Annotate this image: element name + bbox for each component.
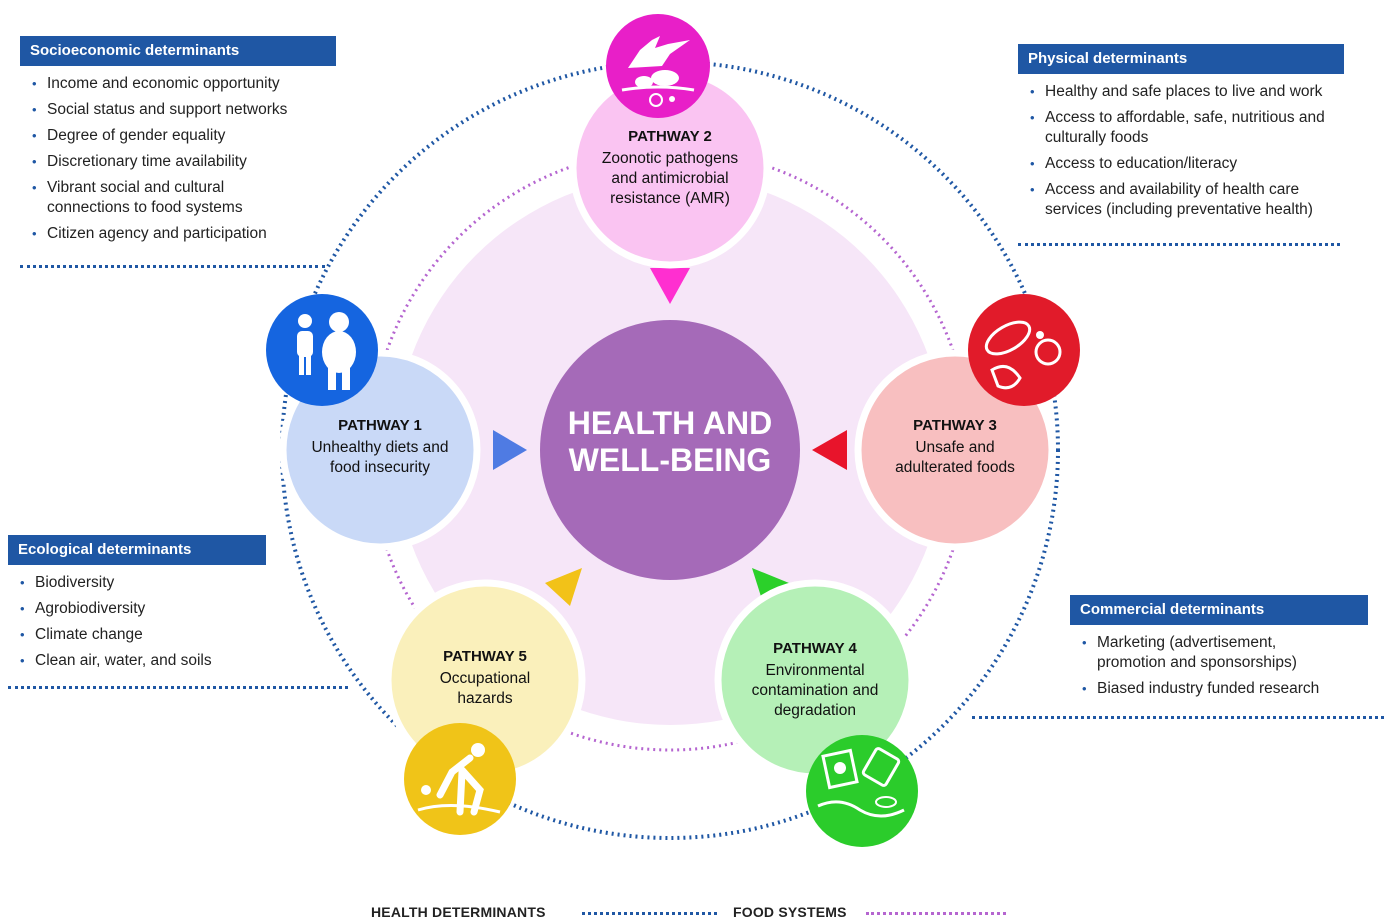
list-item: Clean air, water, and soils <box>20 651 266 671</box>
people-icon <box>266 294 378 406</box>
socioeconomic-list: Income and economic opportunity Social s… <box>20 74 336 244</box>
socioeconomic-header: Socioeconomic determinants <box>20 36 336 66</box>
pathway-3-arrow <box>812 430 847 470</box>
socioeconomic-panel: Socioeconomic determinants Income and ec… <box>20 36 336 250</box>
pathway-desc: Unsafe and <box>915 439 995 456</box>
pathway-title: PATHWAY 3 <box>913 417 997 434</box>
list-item: Degree of gender equality <box>32 126 336 146</box>
legend-food-line <box>866 912 1006 915</box>
physical-list: Healthy and safe places to live and work… <box>1018 82 1344 220</box>
commercial-panel: Commercial determinants Marketing (adver… <box>1070 595 1368 705</box>
list-item: Healthy and safe places to live and work <box>1030 82 1344 102</box>
pathway-title: PATHWAY 5 <box>443 648 527 665</box>
food-icon <box>968 294 1080 406</box>
pathway-title: PATHWAY 4 <box>773 640 857 657</box>
pathway-desc: food insecurity <box>330 459 430 476</box>
commercial-list: Marketing (advertisement, promotion and … <box>1070 633 1368 699</box>
legend-health-line <box>582 912 717 915</box>
physical-divider <box>1018 243 1340 246</box>
pathway-title: PATHWAY 1 <box>338 417 422 434</box>
pathway-desc: Zoonotic pathogens <box>601 150 739 167</box>
pathway-4-label: PATHWAY 4 Environmental contamination an… <box>720 640 910 721</box>
pathway-1-arrow <box>493 430 527 470</box>
worker-icon <box>404 723 516 835</box>
center-title-line2: WELL-BEING <box>568 442 772 478</box>
commercial-header: Commercial determinants <box>1070 595 1368 625</box>
list-item: Access to education/literacy <box>1030 154 1344 174</box>
pathway-desc: hazards <box>457 690 513 707</box>
list-item: Income and economic opportunity <box>32 74 336 94</box>
ecological-list: Biodiversity Agrobiodiversity Climate ch… <box>8 573 266 671</box>
pathway-3-label: PATHWAY 3 Unsafe and adulterated foods <box>863 417 1047 478</box>
list-item: Discretionary time availability <box>32 152 336 172</box>
ecological-panel: Ecological determinants Biodiversity Agr… <box>8 535 266 677</box>
list-item: Access to affordable, safe, nutritious a… <box>1030 108 1344 148</box>
ecological-divider <box>8 686 348 689</box>
commercial-divider <box>972 716 1384 719</box>
list-item: Marketing (advertisement, promotion and … <box>1082 633 1337 673</box>
pathway-5-arrow <box>545 568 582 606</box>
pollution-icon <box>806 735 918 847</box>
list-item: Citizen agency and participation <box>32 224 336 244</box>
list-item: Access and availability of health care s… <box>1030 180 1344 220</box>
center-title-line1: HEALTH AND <box>567 405 773 441</box>
list-item: Climate change <box>20 625 266 645</box>
pathway-title: PATHWAY 2 <box>628 128 712 145</box>
list-item: Biodiversity <box>20 573 266 593</box>
socioeconomic-divider <box>20 265 325 268</box>
legend-food: FOOD SYSTEMS <box>733 904 847 920</box>
pathway-desc: adulterated foods <box>895 459 1015 476</box>
legend-health: HEALTH DETERMINANTS <box>371 904 546 920</box>
list-item: Agrobiodiversity <box>20 599 266 619</box>
list-item: Vibrant social and cultural connections … <box>32 178 267 218</box>
list-item: Biased industry funded research <box>1082 679 1368 699</box>
center-title: HEALTH AND WELL-BEING <box>545 405 795 479</box>
pathway-desc: Environmental <box>765 662 865 679</box>
physical-panel: Physical determinants Healthy and safe p… <box>1018 44 1344 226</box>
pathway-5-label: PATHWAY 5 Occupational hazards <box>393 648 577 709</box>
ecological-header: Ecological determinants <box>8 535 266 565</box>
pathway-1-label: PATHWAY 1 Unhealthy diets and food insec… <box>288 417 472 478</box>
pathway-desc: Occupational <box>439 670 531 687</box>
health-wellbeing-circle <box>540 320 800 580</box>
list-item: Social status and support networks <box>32 100 336 120</box>
pathway-2-arrow <box>650 268 690 304</box>
pathway-desc: degradation <box>774 702 856 719</box>
pathway-desc: resistance (AMR) <box>610 190 730 207</box>
animals-icon <box>606 14 710 118</box>
pathway-desc: and antimicrobial <box>611 170 729 187</box>
pathway-desc: Unhealthy diets and <box>311 439 449 456</box>
pathway-2-label: PATHWAY 2 Zoonotic pathogens and antimic… <box>575 128 765 209</box>
physical-header: Physical determinants <box>1018 44 1344 74</box>
pathway-desc: contamination and <box>751 682 879 699</box>
